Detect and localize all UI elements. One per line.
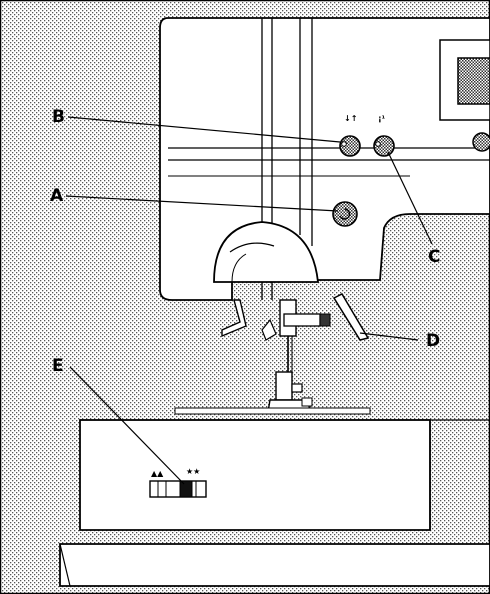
thread-cover <box>213 221 320 283</box>
side-button <box>472 132 490 152</box>
start-stop-button <box>332 201 358 227</box>
callout-a: A <box>50 186 64 206</box>
machine-base <box>59 543 490 587</box>
machine-bed <box>79 419 431 531</box>
callout-d: D <box>426 331 440 351</box>
leader-a <box>65 195 339 212</box>
reverse-button <box>339 135 361 157</box>
display-screen <box>457 57 490 105</box>
leader-lines <box>65 116 433 485</box>
cover-contour <box>229 242 275 253</box>
foot-screw <box>301 397 313 407</box>
cover-contour <box>231 253 247 283</box>
leader-b <box>67 116 341 143</box>
shank-screw <box>291 383 303 393</box>
needle-position-button <box>373 135 395 157</box>
callout-b: B <box>52 107 65 127</box>
feed-up-symbol: ★★ <box>186 467 200 476</box>
reverse-symbol: ↓↑ <box>344 114 357 123</box>
presser-lever <box>332 293 370 341</box>
button-dot <box>375 141 381 147</box>
start-stop-symbol <box>339 208 351 220</box>
callout-c: C <box>428 247 440 267</box>
feed-dog-knob <box>179 480 193 498</box>
needle-plate <box>174 407 371 415</box>
needle-symbol: ¡¹ <box>378 114 386 123</box>
leader-c <box>387 151 433 245</box>
presser-shank <box>275 371 293 401</box>
leader-e <box>69 366 185 485</box>
callout-e: E <box>52 356 64 376</box>
leader-d <box>359 332 419 341</box>
needle-clamp <box>283 313 321 327</box>
feed-down-symbol: ▲▲ <box>151 469 164 478</box>
thread-hook <box>261 318 277 341</box>
thread-guide-left <box>221 299 247 338</box>
clamp-screw <box>319 313 331 327</box>
button-dot <box>341 141 347 147</box>
base-edge <box>59 543 71 587</box>
